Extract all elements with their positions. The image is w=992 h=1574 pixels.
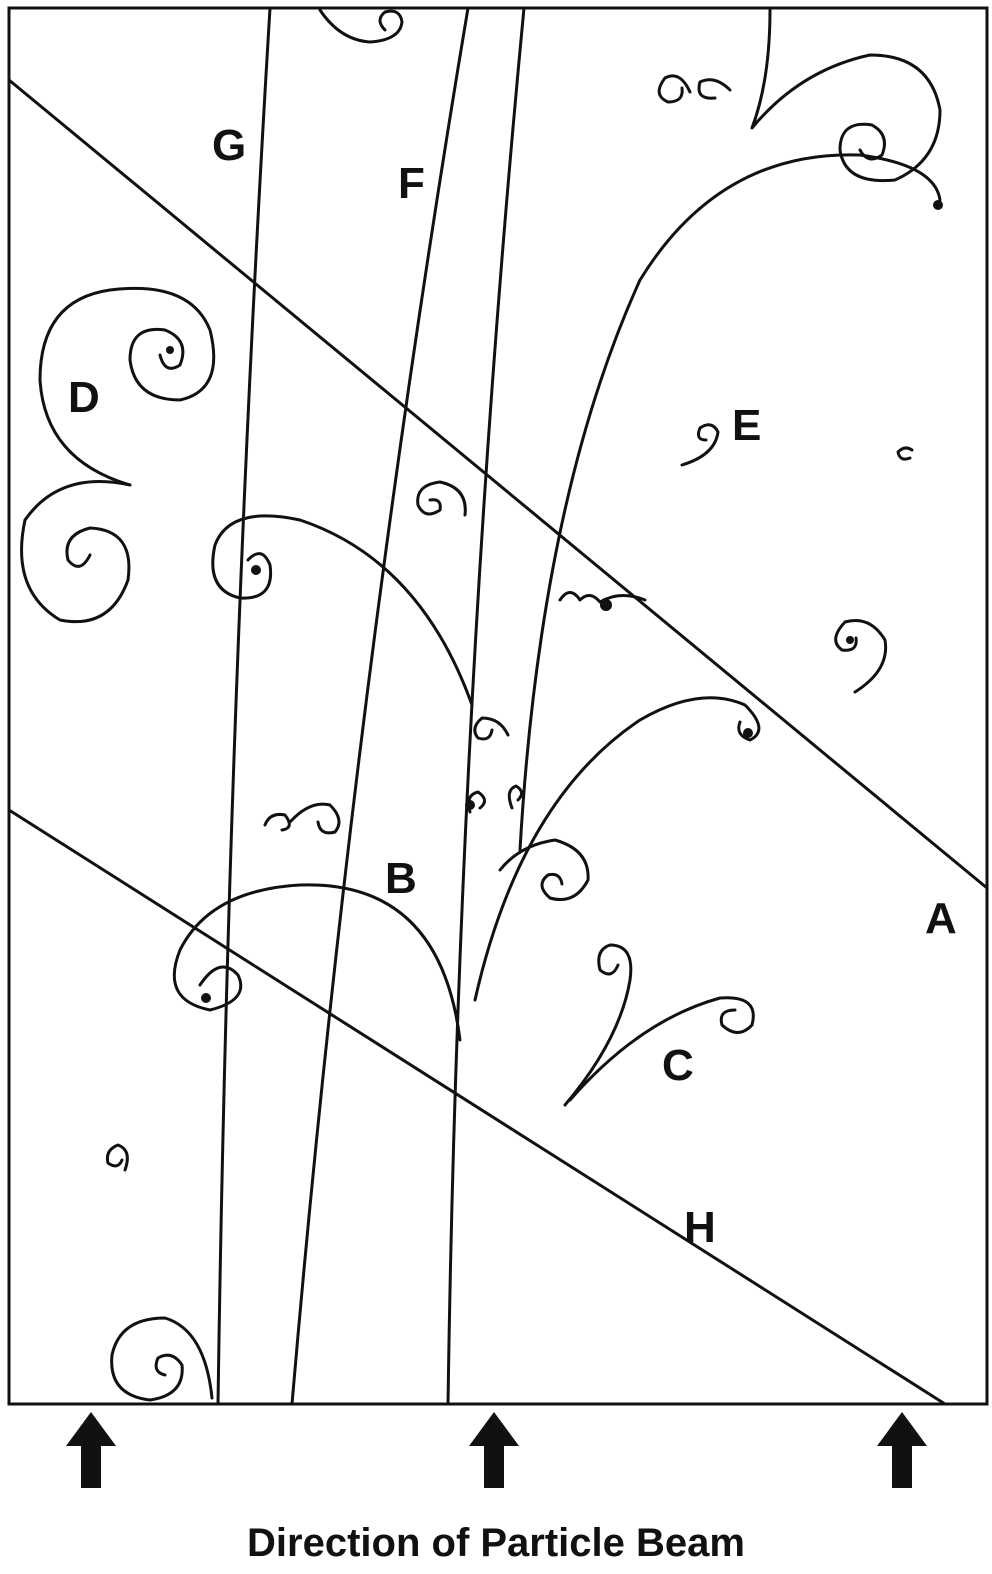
spiral-dot-b <box>201 993 211 1003</box>
spiral-dot-d-upper <box>166 346 174 354</box>
beam-arrow-center <box>469 1412 519 1488</box>
spiral-dot-junction <box>465 800 475 810</box>
spiral-dot-b-partner <box>743 728 753 738</box>
spiral-top-right-small <box>657 74 732 104</box>
chamber-frame <box>7 6 989 1406</box>
spiral-bottom-left-small <box>106 1143 129 1172</box>
spiral-right-c <box>834 619 888 694</box>
spiral-dot-top-right <box>933 200 943 210</box>
track-c-right <box>568 996 755 1102</box>
spiral-mid-right-dot <box>558 591 647 604</box>
label-a: A <box>925 894 957 943</box>
spiral-e <box>680 423 720 467</box>
spiral-left-mid <box>263 802 341 835</box>
beam-arrow-left <box>66 1412 116 1488</box>
beam-arrow-right <box>877 1412 927 1488</box>
track-d-lower <box>20 480 132 624</box>
track-f-left <box>290 6 470 1406</box>
track-f-right <box>446 6 526 1406</box>
spiral-top-center <box>318 8 404 44</box>
track-h <box>7 808 947 1406</box>
label-c: C <box>662 1041 694 1090</box>
track-upper-left-arc <box>211 514 474 707</box>
track-b <box>172 883 462 1042</box>
track-c-left <box>563 943 633 1107</box>
track-a <box>7 78 989 890</box>
spiral-dot-mid-right <box>600 599 612 611</box>
spiral-right-of-b <box>498 838 590 901</box>
track-g <box>216 6 272 1406</box>
track-d-upper <box>38 286 216 487</box>
spiral-mid-center <box>416 480 467 517</box>
label-h: H <box>684 1203 716 1252</box>
track-long-right-arc <box>518 153 942 852</box>
label-g: G <box>212 121 246 170</box>
spiral-pair-small <box>467 784 523 814</box>
label-b: B <box>385 854 417 903</box>
label-e: E <box>732 401 761 450</box>
spiral-dot-upper-left-arc <box>251 565 261 575</box>
beam-caption: Direction of Particle Beam <box>247 1521 745 1565</box>
track-top-right-hook <box>750 8 942 183</box>
spiral-far-right <box>896 446 914 461</box>
track-b-partner <box>473 696 761 1002</box>
spiral-center-junction <box>473 716 510 741</box>
label-f: F <box>398 159 425 208</box>
spiral-dot-right-c <box>846 636 854 644</box>
label-d: D <box>68 373 100 422</box>
spiral-bottom-left-large <box>110 1316 214 1402</box>
